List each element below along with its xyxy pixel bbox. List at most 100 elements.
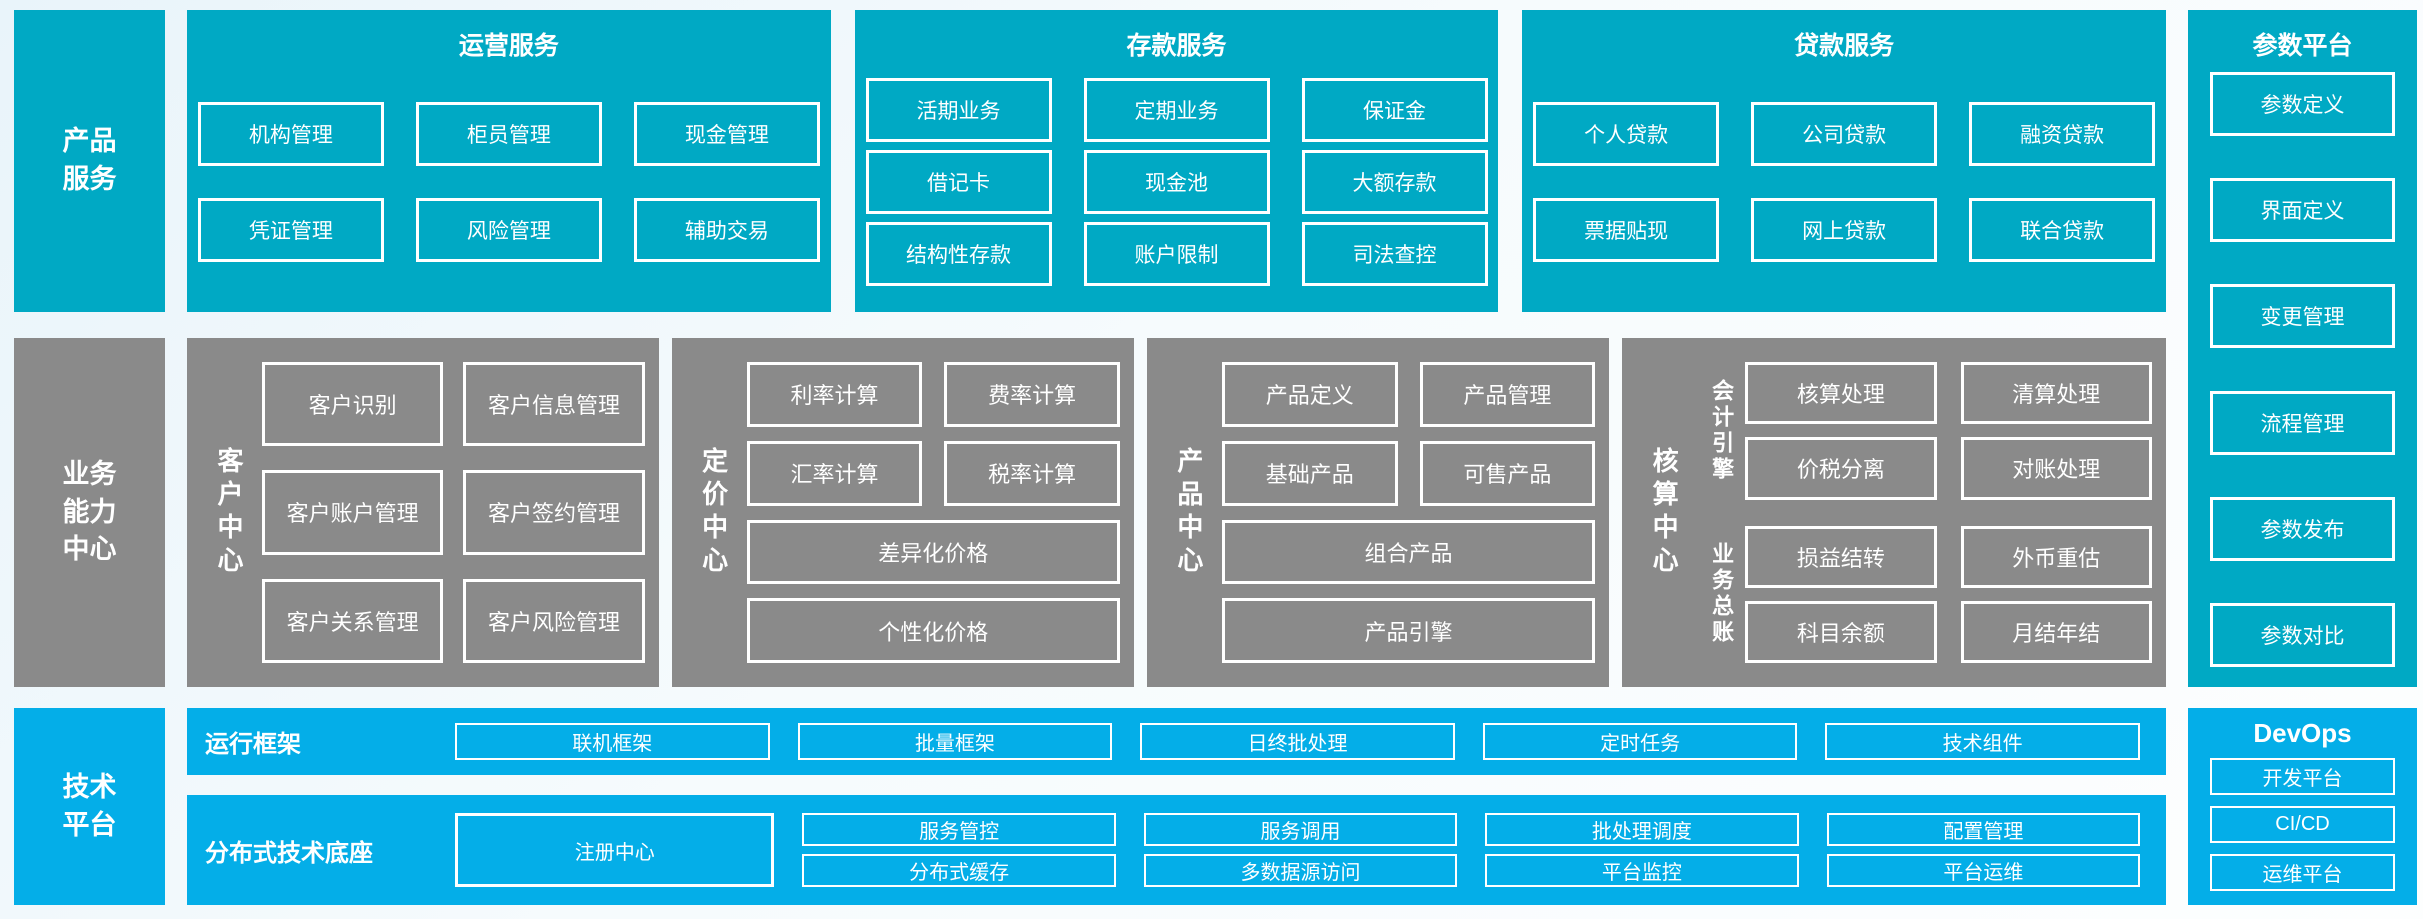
capability-box: 基础产品 xyxy=(1221,440,1398,506)
capability-box: 利率计算 xyxy=(746,362,923,427)
business-capability-row: 客户中心 客户识别 客户信息管理 客户账户管理 客户签约管理 客户关系管理 客户… xyxy=(187,338,2166,687)
capability-box: 客户风险管理 xyxy=(463,578,645,663)
tech-box-registry: 注册中心 xyxy=(455,813,775,887)
group-grid: 损益结转 外币重估 科目余额 月结年结 xyxy=(1745,525,2152,663)
tech-box: 日终批处理 xyxy=(1140,723,1455,760)
capability-box: 客户关系管理 xyxy=(262,578,444,663)
rail-business-capability-center: 业务能力中心 xyxy=(14,338,165,687)
capability-box: 核算处理 xyxy=(1745,362,1937,425)
panel-runtime-framework: 运行框架 联机框架 批量框架 日终批处理 定时任务 技术组件 xyxy=(187,708,2166,775)
service-box: 联合贷款 xyxy=(1969,198,2156,262)
param-box: 参数定义 xyxy=(2210,72,2395,136)
panel-operations-services: 运营服务 机构管理 柜员管理 现金管理 凭证管理 风险管理 辅助交易 xyxy=(187,10,831,312)
tech-box: 服务管控 xyxy=(802,813,1116,846)
capability-box: 客户信息管理 xyxy=(463,362,645,447)
capability-box: 产品定义 xyxy=(1221,362,1398,427)
panel-pricing-center: 定价中心 利率计算 费率计算 汇率计算 税率计算 差异化价格 个性化价格 xyxy=(671,338,1134,687)
row-label: 运行框架 xyxy=(205,731,301,758)
group-vertical-label: 会计引擎 xyxy=(1709,378,1735,483)
tech-box: 平台运维 xyxy=(1826,854,2141,887)
tech-box-column: 服务调用 多数据源访问 xyxy=(1143,813,1458,887)
capability-box-wide: 组合产品 xyxy=(1221,519,1596,585)
service-box: 个人贷款 xyxy=(1533,102,1720,166)
param-box: 参数对比 xyxy=(2210,602,2395,667)
capability-box: 对账处理 xyxy=(1960,437,2152,500)
panel-devops: DevOps 开发平台 CI/CD 运维平台 xyxy=(2188,708,2417,905)
panel-vertical-label: 定价中心 xyxy=(698,446,729,579)
service-box: 现金管理 xyxy=(633,102,820,166)
tech-box: 定时任务 xyxy=(1482,723,1798,760)
panel-title: 贷款服务 xyxy=(1794,32,1895,60)
group-grid: 核算处理 清算处理 价税分离 对账处理 xyxy=(1745,362,2152,500)
capability-box: 清算处理 xyxy=(1960,362,2152,425)
panel-body: 个人贷款 公司贷款 融资贷款 票据贴现 网上贷款 联合贷款 xyxy=(1532,70,2156,294)
rail-product-services: 产品服务 xyxy=(14,10,165,312)
service-box: 票据贴现 xyxy=(1533,198,1720,262)
panel-accounting-center: 核算中心 会计引擎 核算处理 清算处理 价税分离 对账处理 业务总账 损益结转 … xyxy=(1622,338,2166,687)
panel-deposit-services: 存款服务 活期业务 定期业务 保证金 借记卡 现金池 大额存款 结构性存款 账户… xyxy=(854,10,1499,312)
service-box: 凭证管理 xyxy=(197,198,384,262)
panel-product-center: 产品中心 产品定义 产品管理 基础产品 可售产品 组合产品 产品引擎 xyxy=(1146,338,1610,687)
devops-box: 开发平台 xyxy=(2210,758,2395,795)
tech-box-column: 批处理调度 平台监控 xyxy=(1485,813,1799,887)
capability-box: 月结年结 xyxy=(1960,600,2152,663)
capability-box: 科目余额 xyxy=(1745,600,1937,663)
capability-box: 费率计算 xyxy=(944,362,1120,427)
capability-box: 客户识别 xyxy=(262,362,444,447)
param-box: 界面定义 xyxy=(2210,178,2395,243)
service-box: 柜员管理 xyxy=(415,102,602,166)
tech-box: 分布式缓存 xyxy=(802,854,1116,887)
service-box-row: 结构性存款 账户限制 司法查控 xyxy=(865,222,1489,286)
param-box: 变更管理 xyxy=(2210,284,2395,349)
tech-box: 联机框架 xyxy=(455,723,770,760)
service-box-row: 借记卡 现金池 大额存款 xyxy=(865,150,1489,214)
panel-body: 活期业务 定期业务 保证金 借记卡 现金池 大额存款 结构性存款 账户限制 司法… xyxy=(865,70,1489,294)
capability-box: 客户账户管理 xyxy=(262,470,444,555)
panel-title: 运营服务 xyxy=(458,32,559,60)
panel-vertical-label: 客户中心 xyxy=(214,446,244,579)
capability-box: 产品管理 xyxy=(1419,362,1596,427)
tech-box-column: 配置管理 平台运维 xyxy=(1826,813,2141,887)
panel-vertical-label: 产品中心 xyxy=(1173,446,1204,579)
service-box: 结构性存款 xyxy=(865,222,1052,286)
service-box: 大额存款 xyxy=(1301,150,1488,214)
service-box: 保证金 xyxy=(1301,78,1488,142)
tech-box: 配置管理 xyxy=(1826,813,2141,846)
service-box: 机构管理 xyxy=(197,102,384,166)
capability-box: 客户签约管理 xyxy=(463,470,645,555)
tech-box: 平台监控 xyxy=(1485,854,1799,887)
accounting-engine-group: 会计引擎 核算处理 清算处理 价税分离 对账处理 xyxy=(1697,362,2152,500)
capability-box: 损益结转 xyxy=(1745,525,1937,588)
devops-box: CI/CD xyxy=(2210,806,2395,843)
service-box: 现金池 xyxy=(1083,150,1270,214)
service-box: 账户限制 xyxy=(1083,222,1270,286)
service-box-row: 个人贷款 公司贷款 融资贷款 xyxy=(1532,102,2156,166)
product-services-row: 运营服务 机构管理 柜员管理 现金管理 凭证管理 风险管理 辅助交易 存款服务 … xyxy=(187,10,2167,312)
service-box-row: 票据贴现 网上贷款 联合贷款 xyxy=(1532,198,2156,262)
service-box: 风险管理 xyxy=(415,198,602,262)
service-box-row: 活期业务 定期业务 保证金 xyxy=(865,78,1489,142)
rail-product-services-label: 产品服务 xyxy=(62,126,117,194)
panel-body: 参数定义 界面定义 变更管理 流程管理 参数发布 参数对比 xyxy=(2210,72,2395,667)
panel-body: 注册中心 服务管控 分布式缓存 服务调用 多数据源访问 批处理调度 平台监控 配… xyxy=(455,813,2141,887)
panel-title: DevOps xyxy=(2253,718,2352,748)
capability-box: 可售产品 xyxy=(1419,440,1596,506)
capability-box-wide: 产品引擎 xyxy=(1221,598,1596,663)
devops-box: 运维平台 xyxy=(2210,854,2395,891)
panel-body: 机构管理 柜员管理 现金管理 凭证管理 风险管理 辅助交易 xyxy=(197,70,821,294)
panel-body: 开发平台 CI/CD 运维平台 xyxy=(2210,758,2395,891)
service-box: 司法查控 xyxy=(1301,222,1488,286)
rail-technology-platform-label: 技术平台 xyxy=(62,771,117,840)
panel-title: 存款服务 xyxy=(1126,32,1227,60)
capability-box-wide: 个性化价格 xyxy=(746,598,1120,663)
capability-box-wide: 差异化价格 xyxy=(746,519,1120,585)
panel-customer-center: 客户中心 客户识别 客户信息管理 客户账户管理 客户签约管理 客户关系管理 客户… xyxy=(187,338,659,687)
param-box: 参数发布 xyxy=(2210,496,2395,561)
service-box: 借记卡 xyxy=(865,150,1052,214)
row-label: 分布式技术底座 xyxy=(205,839,373,867)
tech-box: 服务调用 xyxy=(1143,813,1458,846)
tech-box: 批量框架 xyxy=(797,723,1113,760)
business-ledger-group: 业务总账 损益结转 外币重估 科目余额 月结年结 xyxy=(1697,525,2152,663)
panel-parameter-platform: 参数平台 参数定义 界面定义 变更管理 流程管理 参数发布 参数对比 xyxy=(2188,10,2417,687)
